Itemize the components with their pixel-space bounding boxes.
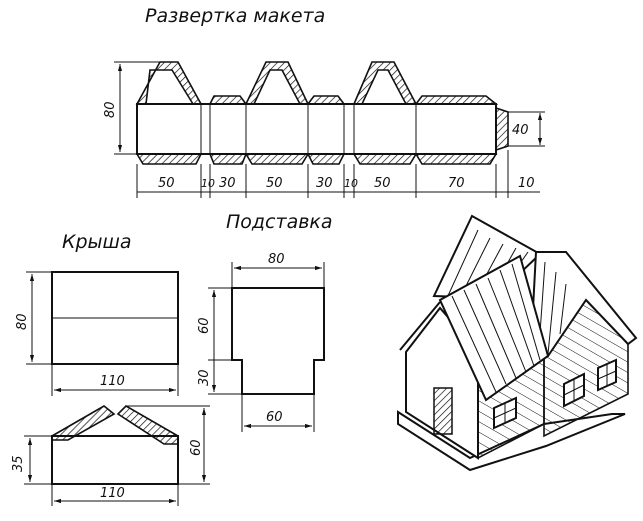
roof-side-left-slope [51,405,116,441]
roof-peak-height-dim: 60 [189,439,204,456]
roof-side-right-slope [116,405,179,445]
house-door [433,387,453,435]
stand-upper-height-dim: 60 [197,317,212,334]
tab-top-1 [208,95,248,105]
tab-height-dim: 40 [512,123,529,138]
seg-dim-3: 30 [219,176,236,191]
stand-outline [231,287,325,395]
roof-width-dim: 110 [100,374,125,389]
stand-title: Подставка [226,211,333,233]
left-roof-edge [399,301,441,351]
bottom-flap-4 [306,153,346,165]
bottom-flap-5 [352,153,418,165]
layout-title: Развертка макета [145,5,325,27]
seg-dim-6: 10 [344,177,358,190]
stand-top-width-dim: 80 [268,252,285,267]
seg-dim-4: 50 [266,176,283,191]
roof-height-dim: 80 [15,313,30,330]
bottom-flap-1 [135,153,203,165]
stand-lower-height-dim: 30 [197,369,212,386]
bottom-flap-2 [208,153,248,165]
roof-plan: 80 110 [15,271,179,396]
unfold-band [136,103,497,155]
bottom-flap-3 [244,153,310,165]
wing-window-2 [597,358,617,392]
roof-side-width-dim: 110 [100,486,125,501]
roof-tab-top [414,95,499,105]
gable-top-3 [352,61,418,105]
seg-dim-9: 10 [518,176,535,191]
unfold-layout: 80 40 50 10 30 50 30 10 50 70 10 [103,61,545,198]
front-window [493,396,517,430]
seg-dim-1: 50 [158,176,175,191]
seg-dim-8: 70 [448,176,465,191]
roof-side-rect [51,435,179,485]
roof-side-height-dim: 35 [11,455,26,472]
front-roof [438,254,550,402]
tab-top-2 [306,95,346,105]
seg-dim-7: 50 [374,176,391,191]
stand-plan: 80 60 30 60 [197,252,325,432]
house-isometric [397,214,638,472]
seg-dim-2: 10 [201,177,215,190]
seg-dim-5: 30 [316,176,333,191]
stand-bottom-width-dim: 60 [266,410,283,425]
wing-window-1 [563,372,585,408]
end-tab [495,106,509,152]
roof-title: Крыша [62,231,132,253]
roof-side-view: 35 60 110 [11,405,210,506]
gable-top-1 [135,61,203,105]
bottom-flap-6 [414,153,498,165]
gable-top-2 [244,61,310,105]
unfold-height-dim: 80 [103,101,118,118]
